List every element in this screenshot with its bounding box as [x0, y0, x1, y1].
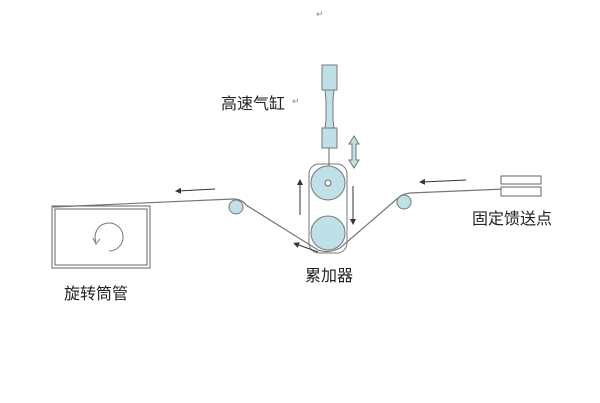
high-speed-cylinder — [321, 64, 338, 183]
right-flow-arrow — [419, 178, 467, 185]
paragraph-mark: ↵ — [292, 97, 300, 107]
cylinder-label: 高速气缸 — [221, 94, 286, 113]
feed-point-label: 固定馈送点 — [472, 209, 553, 228]
rotating-spool — [51, 205, 151, 269]
accumulator-belt — [308, 163, 348, 254]
spool-label: 旋转筒管 — [64, 284, 129, 303]
left-guide-roller — [228, 199, 244, 215]
accumulator-label: 累加器 — [305, 266, 354, 285]
fixed-feed-point — [500, 175, 542, 197]
up-down-double-arrow-icon — [348, 135, 360, 169]
material-path — [52, 188, 506, 253]
lower-accumulator-roller — [310, 215, 346, 251]
paragraph-mark: ↵ — [316, 10, 324, 20]
bottom-flow-arrow — [293, 242, 319, 253]
left-flow-arrow — [175, 187, 216, 194]
